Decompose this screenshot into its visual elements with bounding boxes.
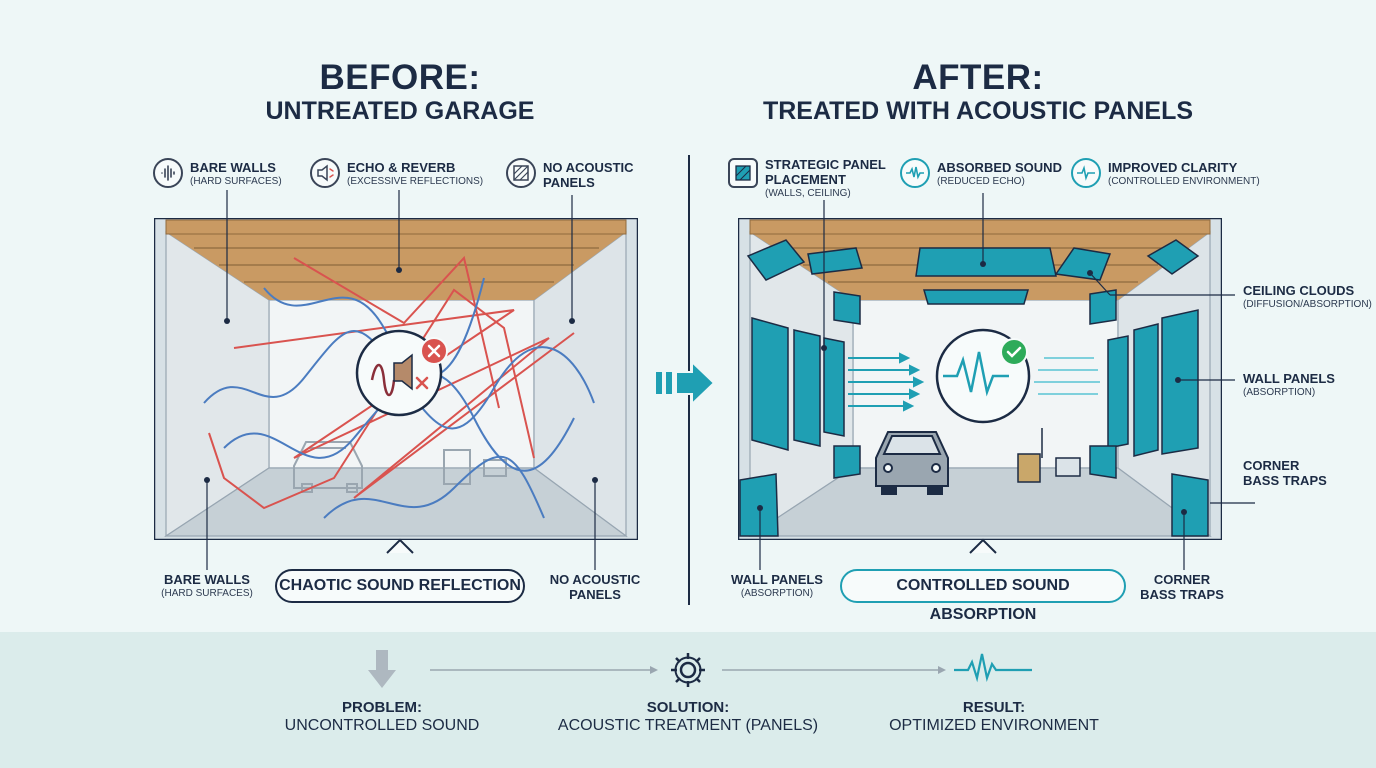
- hatched-panel-icon: [506, 158, 536, 188]
- gear-icon: [671, 653, 705, 687]
- footer-result-title: RESULT:: [962, 699, 1026, 716]
- footer-problem-title: PROBLEM:: [342, 699, 422, 716]
- after-callout-lines: [759, 193, 1255, 570]
- after-bottom-right-label: CORNER BASS TRAPS: [1140, 572, 1224, 602]
- transition-arrow-icon: [656, 359, 716, 407]
- footer-flow-lines: [430, 666, 946, 674]
- before-subtitle: UNTREATED GARAGE: [265, 97, 535, 125]
- clarity-wave-icon: [1071, 158, 1101, 188]
- before-label-echo: ECHO & REVERB (EXCESSIVE REFLECTIONS): [347, 160, 484, 187]
- before-label-bare-walls: BARE WALLS (HARD SURFACES): [190, 160, 282, 187]
- after-label-absorbed: ABSORBED SOUND (REDUCED ECHO): [937, 160, 1062, 187]
- before-callout-lines: [206, 190, 596, 570]
- before-bottom-left-label: BARE WALLS (HARD SURFACES): [161, 572, 253, 599]
- result-wave-icon: [954, 653, 1032, 683]
- footer-problem-sub: UNCONTROLLED SOUND: [284, 717, 480, 734]
- before-label-no-panels: NO ACOUSTIC PANELS: [543, 160, 634, 190]
- after-bottom-left-label: WALL PANELS (ABSORPTION): [731, 572, 823, 599]
- down-arrow-icon: [368, 650, 396, 688]
- footer-result-sub: OPTIMIZED ENVIRONMENT: [889, 717, 1099, 734]
- after-label-wall-panels-right: WALL PANELS (ABSORPTION): [1243, 371, 1335, 398]
- before-bottom-right-label: NO ACOUSTIC PANELS: [549, 572, 641, 602]
- footer-solution-sub: ACOUSTIC TREATMENT (PANELS): [557, 717, 819, 734]
- panel-placement-icon: [728, 158, 758, 188]
- soundwave-icon: [153, 158, 183, 188]
- before-title: BEFORE:: [319, 58, 481, 97]
- before-result-pill: CHAOTIC SOUND REFLECTION: [275, 569, 525, 603]
- after-result-pill: CONTROLLED SOUND ABSORPTION: [840, 569, 1126, 623]
- footer-solution-title: SOLUTION:: [646, 699, 730, 716]
- after-label-clarity: IMPROVED CLARITY (CONTROLLED ENVIRONMENT…: [1108, 160, 1260, 187]
- after-subtitle: TREATED WITH ACOUSTIC PANELS: [762, 97, 1194, 125]
- after-garage-illustration: [738, 218, 1222, 540]
- before-garage-illustration: [154, 218, 638, 540]
- absorbed-wave-icon: [900, 158, 930, 188]
- after-label-ceiling-clouds: CEILING CLOUDS (DIFFUSION/ABSORPTION): [1243, 283, 1372, 310]
- after-title: AFTER:: [912, 58, 1044, 97]
- after-label-placement: STRATEGIC PANEL PLACEMENT (WALLS, CEILIN…: [765, 157, 886, 199]
- after-label-bass-traps-right: CORNER BASS TRAPS: [1243, 458, 1327, 488]
- speaker-echo-icon: [310, 158, 340, 188]
